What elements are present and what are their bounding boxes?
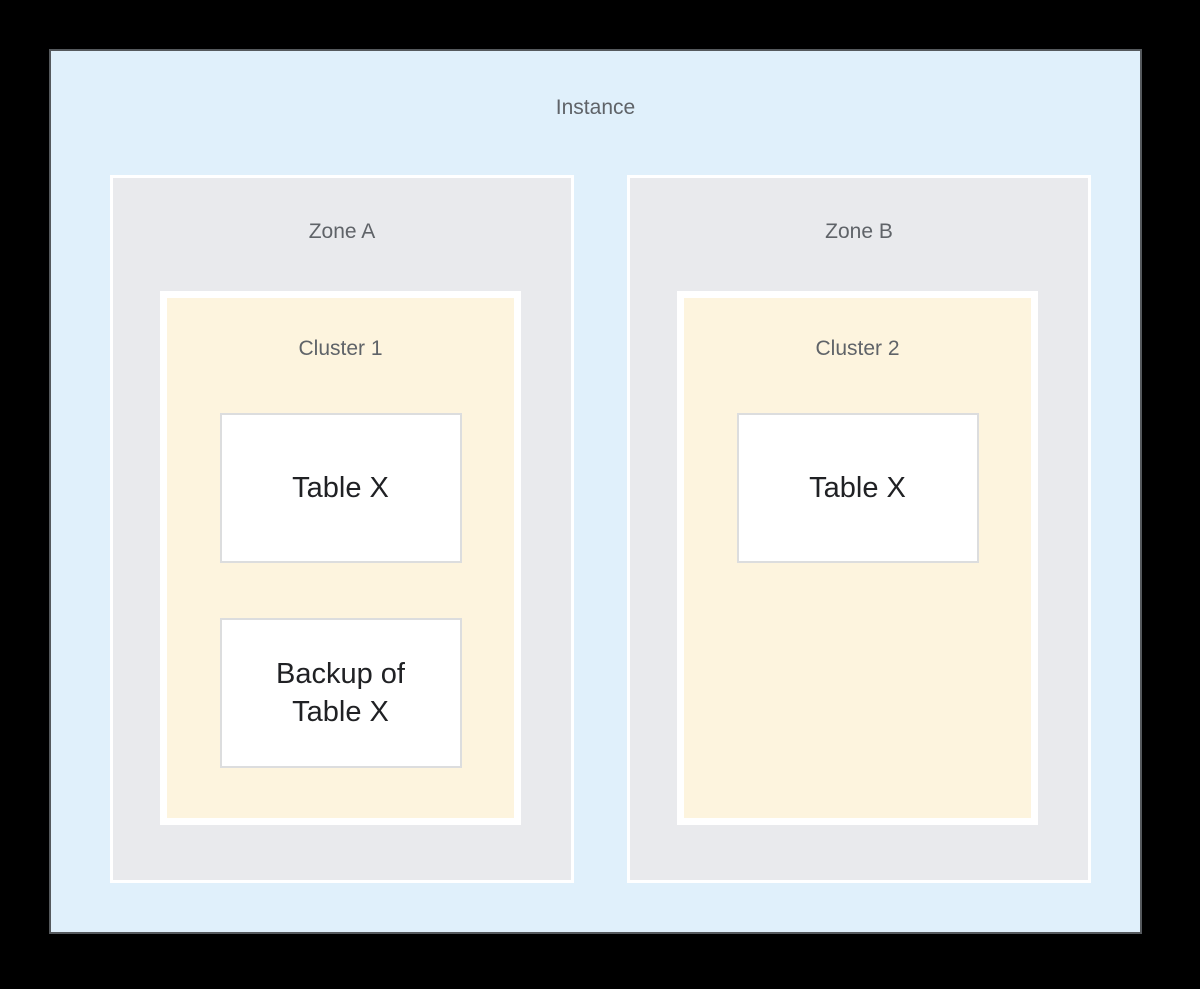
- zone-b-container: Zone B Cluster 2 Table X: [627, 175, 1091, 883]
- zone-b-label: Zone B: [825, 220, 893, 243]
- cluster-2-table-x-label: Table X: [809, 472, 906, 504]
- cluster-1-table-x-label: Table X: [292, 472, 389, 504]
- cluster-1-backup-of-table-x-box: Backup of Table X: [219, 618, 462, 768]
- cluster-1-label: Cluster 1: [298, 337, 383, 360]
- cluster-2-table-x-box: Table X: [736, 413, 979, 563]
- instance-container: Instance Zone A Cluster 1 Table X Backup…: [49, 49, 1142, 934]
- cluster-1-table-x-box: Table X: [219, 413, 462, 563]
- cluster-2-container: Cluster 2 Table X: [677, 291, 1038, 825]
- zone-a-container: Zone A Cluster 1 Table X Backup of Table…: [110, 175, 574, 883]
- cluster-2-label: Cluster 2: [815, 337, 900, 360]
- instance-label: Instance: [555, 96, 636, 119]
- zone-a-label: Zone A: [308, 220, 376, 243]
- cluster-1-container: Cluster 1 Table X Backup of Table X: [160, 291, 521, 825]
- cluster-1-backup-of-table-x-label: Backup of Table X: [276, 658, 405, 728]
